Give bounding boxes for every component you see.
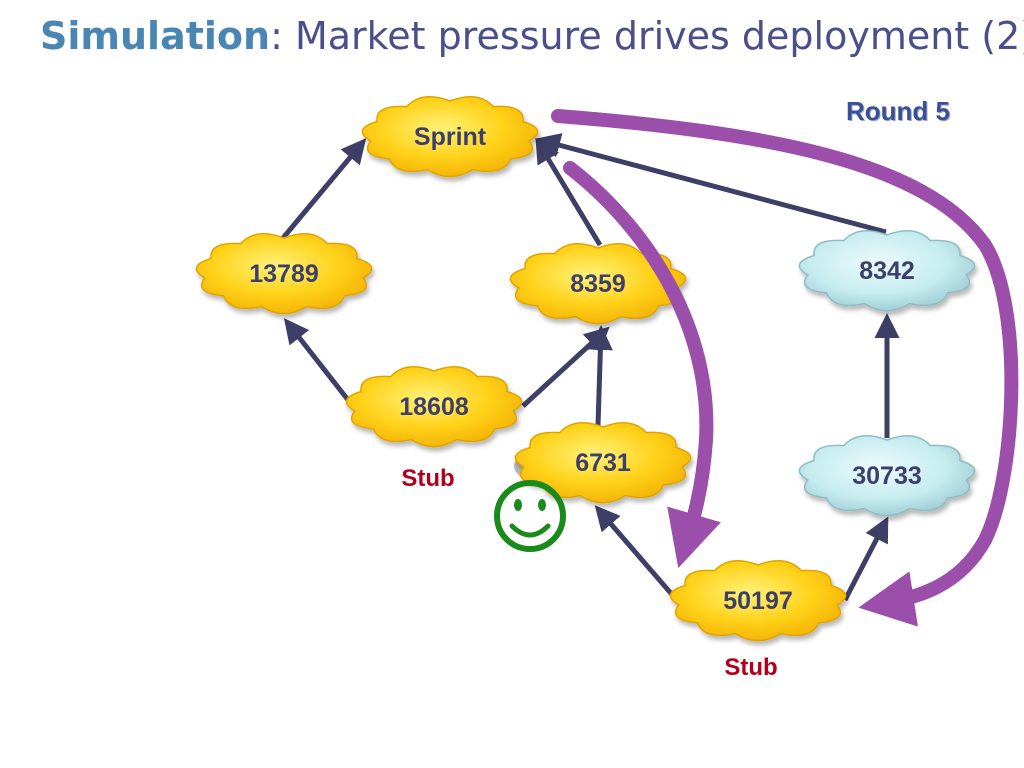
stub-label-18608: Stub — [401, 465, 454, 492]
edge-8359-to-sprint — [535, 137, 603, 247]
node-8359: 8359 — [509, 242, 687, 325]
round-label: Round 5 — [846, 96, 950, 126]
smiley-icon — [494, 480, 566, 552]
cloud-shape-8342 — [798, 229, 976, 312]
pressure-arrow-8359-to-50197 — [563, 161, 721, 569]
node-label-13789: 13789 — [249, 260, 319, 288]
cloud-shape-30733 — [798, 434, 976, 517]
node-13789: 13789 — [195, 232, 373, 315]
edge-18608-to-13789 — [283, 318, 354, 407]
node-label-50197: 50197 — [723, 587, 793, 615]
edge-6731-to-8359 — [587, 325, 613, 427]
cloud-shape-13789 — [195, 232, 373, 315]
node-30733: 30733 — [798, 434, 976, 517]
node-sprint: Sprint — [361, 95, 539, 178]
title-keyword: Simulation — [40, 14, 271, 58]
edge-50197-to-30733 — [842, 516, 889, 602]
cloud-shape-6731 — [514, 421, 692, 504]
cloud-shape-8359 — [509, 242, 687, 325]
cloud-shape-sprint — [361, 95, 539, 178]
node-label-8359: 8359 — [570, 270, 626, 298]
node-label-18608: 18608 — [399, 393, 469, 421]
node-label-30733: 30733 — [852, 462, 922, 490]
edge-18608-to-8359 — [521, 326, 610, 408]
node-label-sprint: Sprint — [414, 123, 487, 151]
cloud-shape-50197 — [669, 559, 847, 642]
node-50197: 50197 — [669, 559, 847, 642]
node-18608: 18608 — [345, 365, 523, 448]
edge-8342-to-sprint — [535, 133, 887, 235]
node-6731: 6731 — [514, 421, 692, 504]
node-label-8342: 8342 — [859, 257, 915, 285]
pressure-arrow-sprint-to-50197 — [551, 109, 1019, 627]
node-8342: 8342 — [798, 229, 976, 312]
slide-title: Simulation: Market pressure drives deplo… — [40, 14, 1024, 58]
title-rest: : Market pressure drives deployment (2) — [270, 14, 1024, 58]
edge-50197-to-6731 — [594, 505, 677, 600]
edge-13789-to-sprint — [281, 138, 367, 240]
cloud-shape-18608 — [345, 365, 523, 448]
stub-label-50197: Stub — [724, 654, 777, 681]
node-label-6731: 6731 — [575, 449, 631, 477]
